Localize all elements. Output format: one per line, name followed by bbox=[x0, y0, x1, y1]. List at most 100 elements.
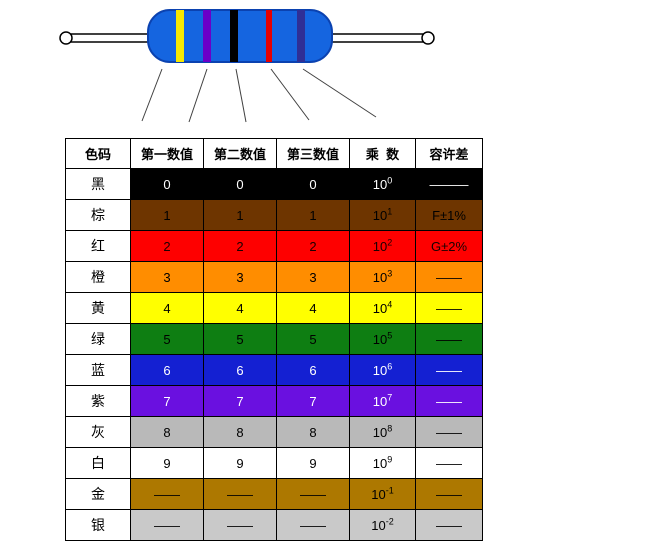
digit3-cell: 7 bbox=[276, 385, 350, 417]
color-name-cell: 黄 bbox=[65, 292, 131, 324]
row-purple: 紫 7 7 7 107 —— bbox=[65, 385, 483, 417]
digit3-cell: 3 bbox=[276, 261, 350, 293]
color-name-cell: 棕 bbox=[65, 199, 131, 231]
digit1-cell: —— bbox=[130, 478, 204, 510]
digit3-cell: —— bbox=[276, 478, 350, 510]
tolerance-cell: —— bbox=[415, 261, 483, 293]
left-lead-wire bbox=[65, 33, 153, 43]
band-red-icon bbox=[266, 10, 272, 62]
tolerance-cell: —— bbox=[415, 447, 483, 479]
tolerance-cell: —— bbox=[415, 323, 483, 355]
pointer-line-2 bbox=[188, 68, 208, 123]
tolerance-cell: —— bbox=[415, 478, 483, 510]
digit2-cell: 8 bbox=[203, 416, 277, 448]
band-black-icon bbox=[230, 10, 238, 62]
color-name-cell: 绿 bbox=[65, 323, 131, 355]
col-header-tolerance: 容许差 bbox=[415, 138, 483, 169]
digit2-cell: 1 bbox=[203, 199, 277, 231]
color-name-cell: 金 bbox=[65, 478, 131, 510]
band-violet-icon bbox=[203, 10, 211, 62]
pointer-line-5 bbox=[302, 68, 377, 118]
multiplier-cell: 108 bbox=[349, 416, 416, 448]
resistor-color-table: 色码 第一数值 第二数值 第三数值 乘 数 容许差 黑 0 0 0 100 ——… bbox=[65, 138, 483, 541]
digit3-cell: —— bbox=[276, 509, 350, 541]
row-green: 绿 5 5 5 105 —— bbox=[65, 323, 483, 355]
multiplier-cell: 104 bbox=[349, 292, 416, 324]
color-name-cell: 橙 bbox=[65, 261, 131, 293]
digit3-cell: 6 bbox=[276, 354, 350, 386]
digit3-cell: 1 bbox=[276, 199, 350, 231]
row-white: 白 9 9 9 109 —— bbox=[65, 447, 483, 479]
col-header-multiplier: 乘 数 bbox=[349, 138, 416, 169]
row-black: 黑 0 0 0 100 ——— bbox=[65, 168, 483, 200]
digit1-cell: 8 bbox=[130, 416, 204, 448]
digit2-cell: 0 bbox=[203, 168, 277, 200]
row-red: 红 2 2 2 102 G±2% bbox=[65, 230, 483, 262]
color-name-cell: 黑 bbox=[65, 168, 131, 200]
multiplier-cell: 10-2 bbox=[349, 509, 416, 541]
pointer-line-4 bbox=[270, 68, 310, 121]
digit3-cell: 8 bbox=[276, 416, 350, 448]
tolerance-cell: —— bbox=[415, 509, 483, 541]
digit1-cell: 5 bbox=[130, 323, 204, 355]
digit2-cell: 2 bbox=[203, 230, 277, 262]
left-lead-end bbox=[59, 31, 73, 45]
digit3-cell: 4 bbox=[276, 292, 350, 324]
digit3-cell: 5 bbox=[276, 323, 350, 355]
digit3-cell: 9 bbox=[276, 447, 350, 479]
digit2-cell: —— bbox=[203, 509, 277, 541]
right-lead-end bbox=[421, 31, 435, 45]
digit1-cell: 3 bbox=[130, 261, 204, 293]
color-name-cell: 灰 bbox=[65, 416, 131, 448]
row-brown: 棕 1 1 1 101 F±1% bbox=[65, 199, 483, 231]
digit1-cell: —— bbox=[130, 509, 204, 541]
resistor-body bbox=[147, 9, 333, 63]
row-gray: 灰 8 8 8 108 —— bbox=[65, 416, 483, 448]
multiplier-cell: 107 bbox=[349, 385, 416, 417]
pointer-line-3 bbox=[235, 68, 247, 123]
col-header-color-code: 色码 bbox=[65, 138, 131, 169]
multiplier-cell: 101 bbox=[349, 199, 416, 231]
row-silver: 银 —— —— —— 10-2 —— bbox=[65, 509, 483, 541]
row-blue: 蓝 6 6 6 106 —— bbox=[65, 354, 483, 386]
resistor-diagram bbox=[59, 9, 435, 123]
tolerance-cell: ——— bbox=[415, 168, 483, 200]
tolerance-cell: F±1% bbox=[415, 199, 483, 231]
band-yellow-icon bbox=[176, 10, 184, 62]
color-name-cell: 蓝 bbox=[65, 354, 131, 386]
digit1-cell: 6 bbox=[130, 354, 204, 386]
row-yellow: 黄 4 4 4 104 —— bbox=[65, 292, 483, 324]
digit1-cell: 2 bbox=[130, 230, 204, 262]
pointer-line-1 bbox=[141, 68, 163, 122]
multiplier-cell: 105 bbox=[349, 323, 416, 355]
digit1-cell: 7 bbox=[130, 385, 204, 417]
digit1-cell: 1 bbox=[130, 199, 204, 231]
digit2-cell: 9 bbox=[203, 447, 277, 479]
digit2-cell: 3 bbox=[203, 261, 277, 293]
tolerance-cell: —— bbox=[415, 354, 483, 386]
col-header-digit3: 第三数值 bbox=[276, 138, 350, 169]
row-gold: 金 —— —— —— 10-1 —— bbox=[65, 478, 483, 510]
color-name-cell: 红 bbox=[65, 230, 131, 262]
col-header-digit1: 第一数值 bbox=[130, 138, 204, 169]
digit2-cell: —— bbox=[203, 478, 277, 510]
digit3-cell: 2 bbox=[276, 230, 350, 262]
band-dark-violet-icon bbox=[297, 10, 305, 62]
digit1-cell: 9 bbox=[130, 447, 204, 479]
digit2-cell: 7 bbox=[203, 385, 277, 417]
digit2-cell: 4 bbox=[203, 292, 277, 324]
color-name-cell: 银 bbox=[65, 509, 131, 541]
row-orange: 橙 3 3 3 103 —— bbox=[65, 261, 483, 293]
digit3-cell: 0 bbox=[276, 168, 350, 200]
color-name-cell: 白 bbox=[65, 447, 131, 479]
right-lead-wire bbox=[327, 33, 427, 43]
tolerance-cell: —— bbox=[415, 292, 483, 324]
tolerance-cell: G±2% bbox=[415, 230, 483, 262]
color-name-cell: 紫 bbox=[65, 385, 131, 417]
digit1-cell: 0 bbox=[130, 168, 204, 200]
multiplier-cell: 102 bbox=[349, 230, 416, 262]
digit2-cell: 6 bbox=[203, 354, 277, 386]
tolerance-cell: —— bbox=[415, 385, 483, 417]
multiplier-cell: 103 bbox=[349, 261, 416, 293]
digit2-cell: 5 bbox=[203, 323, 277, 355]
